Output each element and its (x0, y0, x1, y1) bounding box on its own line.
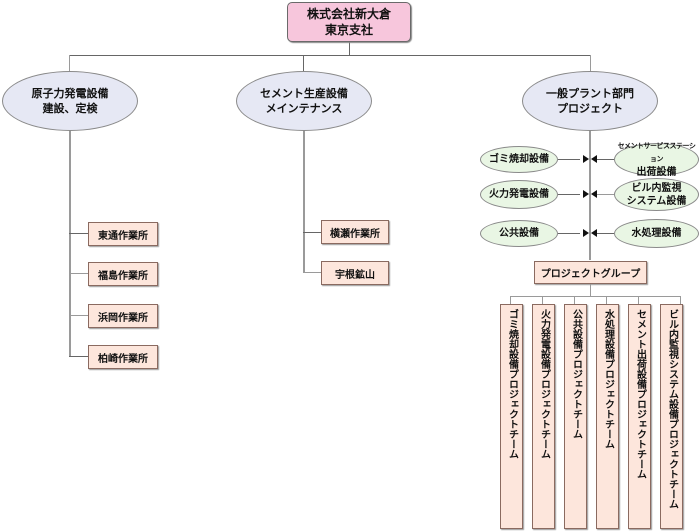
field-label: 水処理設備 (631, 228, 682, 239)
field-node: 火力発電設備 (480, 180, 558, 209)
connector (542, 296, 543, 304)
connector (303, 55, 304, 72)
field-node: ビル内監視 システム設備 (614, 178, 699, 211)
project-group-box: プロジェクトグループ (534, 261, 647, 284)
arrow-left-icon (591, 155, 597, 163)
division-general-plant: 一般プラント部門 プロジェクト (522, 71, 658, 131)
division-sublabel: プロジェクト (557, 102, 623, 115)
arrow-right-icon (583, 155, 589, 163)
connector (590, 283, 591, 297)
project-team-label: 公共設備プロジェクトチーム (570, 309, 582, 439)
field-label: ビル内監視 (631, 182, 682, 194)
arrow-left-icon (591, 190, 597, 198)
division-sublabel: 建設、定検 (42, 102, 98, 115)
field-label: 火力発電設備 (489, 189, 549, 200)
field-sublabel: システム設備 (626, 195, 687, 207)
connector (69, 55, 591, 56)
connector (606, 296, 607, 304)
arrow-right-icon (583, 229, 589, 237)
field-node: セメントサービスステーション 出荷設備 (614, 142, 699, 178)
connector (558, 194, 580, 195)
division-cement: セメント生産設備 メインテナンス (236, 71, 372, 131)
connector (590, 55, 591, 72)
connector (69, 130, 71, 356)
root-branch: 東京支社 (324, 23, 373, 37)
office-label: 宇根鉱山 (335, 269, 375, 281)
connector (510, 296, 511, 304)
arrow-right-icon (583, 190, 589, 198)
office-label: 福島作業所 (98, 270, 148, 282)
office-label: 柏崎作業所 (98, 353, 148, 365)
connector (597, 194, 614, 195)
project-team-box: 水処理設備プロジェクトチーム (596, 304, 619, 529)
connector (574, 296, 575, 304)
connector (303, 130, 305, 273)
connector (69, 233, 89, 234)
connector (303, 232, 321, 233)
project-team-box: 火力発電設備プロジェクトチーム (532, 304, 555, 529)
field-node: ゴミ焼却設備 (480, 146, 558, 173)
field-node: 公共設備 (480, 220, 558, 247)
field-node: 水処理設備 (614, 219, 699, 248)
project-team-label: 火力発電設備プロジェクトチーム (538, 309, 550, 459)
project-team-label: ゴミ焼却設備プロジェクトチーム (506, 309, 518, 459)
connector (69, 315, 89, 316)
office-box: 柏崎作業所 (88, 345, 158, 369)
connector (680, 296, 681, 304)
project-team-box: ビル内監視システム設備プロジェクトチーム (660, 304, 683, 529)
arrow-left-icon (591, 229, 597, 237)
project-group-label: プロジェクトグループ (540, 269, 641, 280)
connector (597, 159, 614, 160)
connector (303, 272, 321, 273)
field-label: 公共設備 (499, 228, 539, 239)
office-label: 東通作業所 (98, 230, 148, 242)
connector (69, 356, 89, 357)
connector (597, 233, 614, 234)
division-label: 一般プラント部門 (546, 87, 634, 100)
project-team-label: ビル内監視システム設備プロジェクトチーム (666, 309, 678, 509)
company-root-node: 株式会社新大倉 東京支社 (287, 2, 411, 42)
office-box: 福島作業所 (88, 262, 158, 286)
office-box: 宇根鉱山 (321, 261, 389, 285)
project-team-label: セメント出荷設備プロジェクトチーム (634, 309, 646, 479)
field-label: ゴミ焼却設備 (489, 154, 549, 165)
office-box: 横瀬作業所 (321, 220, 389, 244)
division-label: 原子力発電設備 (31, 87, 109, 100)
field-label: セメントサービスステーション (617, 142, 696, 163)
office-box: 東通作業所 (88, 222, 158, 246)
project-team-label: 水処理設備プロジェクトチーム (602, 309, 614, 449)
connector (69, 55, 70, 72)
project-team-box: 公共設備プロジェクトチーム (564, 304, 587, 529)
connector (69, 273, 89, 274)
connector (589, 130, 591, 260)
connector (349, 42, 350, 55)
connector (558, 233, 580, 234)
root-name: 株式会社新大倉 (306, 7, 391, 21)
office-label: 横瀬作業所 (330, 228, 380, 240)
connector (510, 296, 681, 297)
office-label: 浜岡作業所 (98, 312, 148, 324)
connector (638, 296, 639, 304)
division-nuclear: 原子力発電設備 建設、定検 (2, 71, 138, 131)
division-sublabel: メインテナンス (265, 102, 343, 115)
field-sublabel: 出荷設備 (636, 167, 677, 178)
connector (558, 159, 580, 160)
division-label: セメント生産設備 (260, 87, 348, 100)
project-team-box: セメント出荷設備プロジェクトチーム (628, 304, 651, 529)
project-team-box: ゴミ焼却設備プロジェクトチーム (500, 304, 523, 529)
office-box: 浜岡作業所 (88, 304, 158, 328)
